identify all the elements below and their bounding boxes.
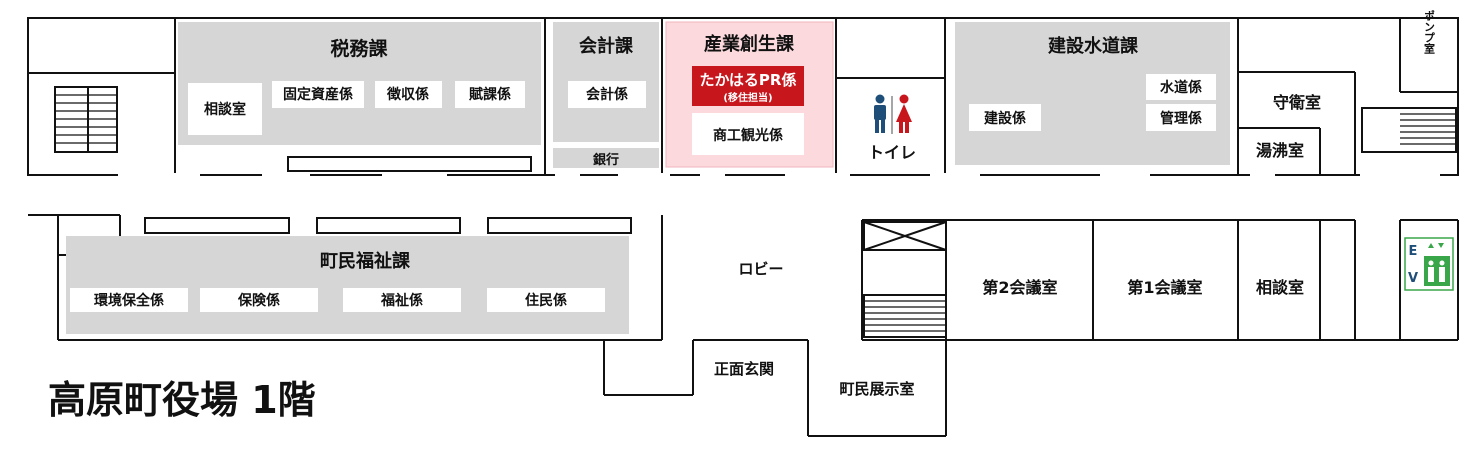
pr-label: たかはるPR係 bbox=[700, 71, 797, 89]
suido-label: 水道係 bbox=[1160, 79, 1202, 96]
stair-bottom bbox=[863, 294, 947, 338]
kanri-label: 管理係 bbox=[1160, 110, 1202, 127]
zeimu-soudan-label: 相談室 bbox=[204, 101, 246, 118]
pr-box bbox=[692, 66, 804, 106]
window-bar bbox=[287, 156, 532, 172]
toilet-label: トイレ bbox=[868, 143, 916, 162]
top-row-outline bbox=[27, 17, 1459, 176]
fukushi-block bbox=[66, 236, 629, 334]
zeimu-fuka-label: 賦課係 bbox=[468, 86, 511, 103]
genkan-label: 正面玄関 bbox=[714, 360, 774, 378]
window-bar-3 bbox=[316, 217, 461, 234]
yuwakashi-label: 湯沸室 bbox=[1256, 141, 1304, 160]
window-bar-2 bbox=[144, 217, 290, 234]
zeimu-choshu-label: 徴収係 bbox=[386, 86, 429, 103]
shuei-label: 守衛室 bbox=[1273, 93, 1321, 112]
kensetsu-title: 建設水道課 bbox=[1048, 35, 1139, 57]
soudan2-label: 相談室 bbox=[1256, 278, 1304, 297]
ev-letter-v: V bbox=[1408, 271, 1418, 286]
zeimu-kotei-label: 固定資産係 bbox=[283, 86, 353, 103]
bank-label: 銀行 bbox=[593, 152, 619, 168]
pump-label: ポンプ室 bbox=[1423, 9, 1436, 54]
toilet-icon bbox=[874, 94, 912, 134]
stair-top-right bbox=[1361, 107, 1457, 153]
stair-treads bbox=[55, 94, 1456, 332]
tenji-label: 町民展示室 bbox=[839, 380, 914, 398]
floor-title: 高原町役場 1階 bbox=[48, 378, 316, 422]
elevator-icon bbox=[1404, 237, 1454, 291]
sangyo-title: 産業創生課 bbox=[704, 33, 795, 55]
kaikei-kakari-label: 会計係 bbox=[586, 86, 628, 103]
hoken-label: 保険係 bbox=[237, 292, 280, 309]
fukushi-title: 町民福祉課 bbox=[320, 250, 411, 272]
kaigi2-label: 第2会議室 bbox=[982, 278, 1057, 297]
bank-block bbox=[553, 148, 659, 168]
elevator-shaft bbox=[863, 221, 947, 251]
jumin-label: 住民係 bbox=[525, 292, 567, 309]
label-boxes bbox=[70, 74, 1216, 312]
window-bar-4 bbox=[487, 217, 632, 234]
pr-sub-label: (移住担当) bbox=[723, 91, 772, 104]
lobby-label: ロビー bbox=[738, 260, 783, 278]
shoko-label: 商工観光係 bbox=[713, 127, 783, 144]
kankyo-label: 環境保全係 bbox=[94, 292, 164, 309]
ev-letter-e: E bbox=[1409, 244, 1418, 259]
fukushi-kakari-label: 福祉係 bbox=[380, 292, 423, 309]
zeimu-title: 税務課 bbox=[330, 37, 388, 60]
walls bbox=[27, 17, 1459, 437]
kensetsu-kakari-label: 建設係 bbox=[984, 110, 1026, 127]
kaikei-title: 会計課 bbox=[579, 35, 634, 57]
kaigi1-label: 第1会議室 bbox=[1127, 278, 1202, 297]
